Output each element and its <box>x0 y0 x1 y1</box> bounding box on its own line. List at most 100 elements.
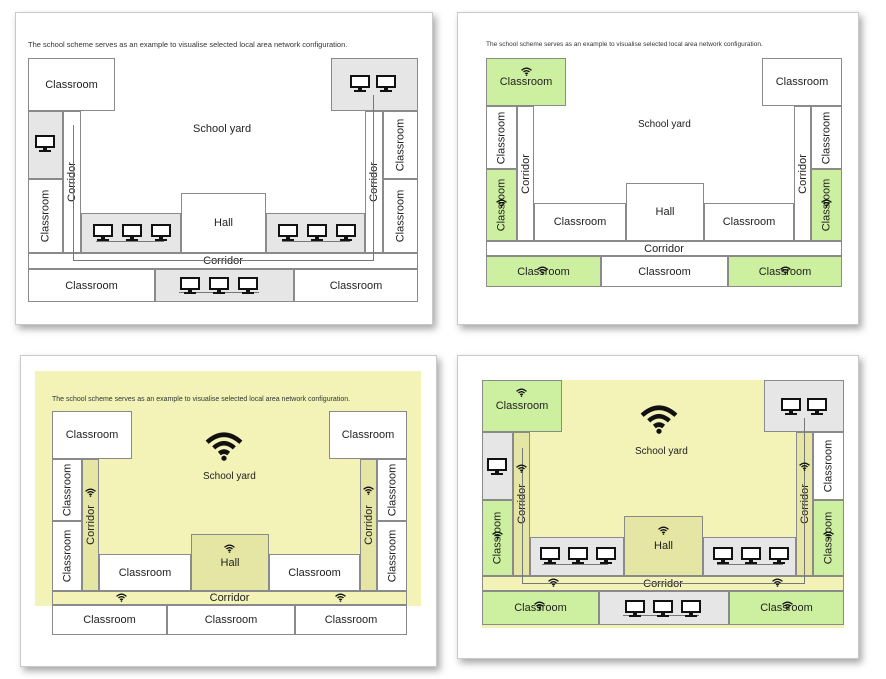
hall-label: Hall <box>214 217 233 229</box>
room-label: Classroom <box>329 279 383 292</box>
wifi-icon <box>205 431 243 461</box>
wifi-icon <box>537 266 548 275</box>
network-cable <box>373 95 374 261</box>
classroom-bottom-middle: Classroom <box>601 256 728 287</box>
corridor-label: Corridor <box>84 505 97 545</box>
classroom-right-upper: Classroom <box>811 106 842 169</box>
corridor-left: Corridor <box>82 459 99 591</box>
hall: Hall <box>626 183 704 241</box>
computer-monitor-icon <box>540 547 560 565</box>
network-cable <box>522 583 805 584</box>
room-label: Classroom <box>495 400 549 412</box>
room-label: Classroom <box>638 265 691 278</box>
corridor-left: Corridor <box>63 111 81 253</box>
room-label: Classroom <box>386 463 399 517</box>
computer-monitor-icon <box>596 547 616 565</box>
corridor-bottom: Corridor <box>28 253 418 269</box>
room-label: Classroom <box>394 189 407 243</box>
classroom-top-left: Classroom <box>482 380 562 432</box>
corridor-label: Corridor <box>796 153 809 194</box>
computer-monitor-icon <box>209 277 229 295</box>
wifi-icon <box>521 67 532 76</box>
classroom-right-lower: Classroom <box>383 179 418 253</box>
school-yard-label: School yard <box>193 123 252 135</box>
corridor-left: Corridor <box>517 106 534 241</box>
classroom-bottom-left: Classroom <box>28 269 155 302</box>
computer-monitor-icon <box>151 224 171 242</box>
computer-monitor-icon <box>769 547 789 565</box>
classroom-mid-left: Classroom <box>534 203 626 241</box>
computer-monitor-icon <box>307 224 327 242</box>
wifi-icon <box>516 388 527 397</box>
computer-monitor-icon <box>487 458 507 476</box>
room-label: Classroom <box>341 429 395 441</box>
panel-combined-network: Classroom Classroom Corridor Corridor Cl… <box>457 355 859 659</box>
classroom-top-left: Classroom <box>486 58 566 106</box>
school-yard-label: School yard <box>638 119 691 130</box>
wifi-icon <box>782 601 793 610</box>
classroom-bottom-right: Classroom <box>728 256 842 287</box>
classroom-left-lower: Classroom <box>482 500 513 576</box>
network-cable <box>96 241 164 242</box>
network-cable <box>522 448 523 584</box>
room-label: Classroom <box>83 614 136 626</box>
classroom-mid-right: Classroom <box>704 203 794 241</box>
computer-monitor-icon <box>35 135 55 153</box>
wifi-icon <box>640 404 678 434</box>
computer-monitor-icon <box>625 600 645 618</box>
room-label: Classroom <box>495 111 508 164</box>
wifi-icon <box>496 199 507 208</box>
corridor-label: Corridor <box>209 592 250 604</box>
classroom-left-upper: Classroom <box>52 459 82 521</box>
panel-wired-network: The school scheme serves as an example t… <box>15 12 433 325</box>
hall: Hall <box>191 534 269 591</box>
classroom-left-upper: Classroom <box>486 106 517 169</box>
hall: Hall <box>624 516 703 576</box>
room-label: Classroom <box>822 439 835 493</box>
computer-monitor-icon <box>336 224 356 242</box>
classroom-left-lower: Classroom <box>52 521 82 591</box>
scheme-caption: The school scheme serves as an example t… <box>52 396 351 403</box>
room-label: Classroom <box>386 529 399 583</box>
room-label: Classroom <box>118 566 172 579</box>
corridor-label: Corridor <box>362 505 375 545</box>
corridor-label: Corridor <box>519 153 532 194</box>
classroom-bottom-right: Classroom <box>295 605 407 635</box>
hall-label: Hall <box>220 556 240 569</box>
scheme-caption: The school scheme serves as an example t… <box>486 41 763 48</box>
room-label: Classroom <box>394 118 407 172</box>
room-label: Classroom <box>820 111 833 164</box>
hall: Hall <box>181 193 266 253</box>
room-label: Classroom <box>45 78 98 91</box>
computer-monitor-icon <box>653 600 673 618</box>
computer-monitor-icon <box>350 75 370 93</box>
room-label: Classroom <box>758 265 812 278</box>
wifi-icon <box>85 488 96 497</box>
network-cable <box>542 564 608 565</box>
computer-monitor-icon <box>568 547 588 565</box>
classroom-right-lower: Classroom <box>813 500 844 576</box>
corridor-label: Corridor <box>368 162 381 202</box>
corridor-label: Corridor <box>66 162 79 202</box>
classroom-bottom-left: Classroom <box>486 256 601 287</box>
room-label: Classroom <box>204 614 258 626</box>
wifi-icon <box>224 544 235 553</box>
wifi-icon <box>772 578 783 587</box>
hall-label: Hall <box>654 540 673 552</box>
corridor-label: Corridor <box>644 242 684 255</box>
scheme-caption: The school scheme serves as an example t… <box>28 40 348 49</box>
classroom-top-right <box>331 58 418 111</box>
wifi-icon <box>534 601 545 610</box>
computer-monitor-icon <box>278 224 298 242</box>
room-label: Classroom <box>61 529 74 583</box>
corridor-label: Corridor <box>203 255 243 267</box>
school-yard-label: School yard <box>203 471 256 482</box>
room-label: Classroom <box>324 614 378 626</box>
corridor-right: Corridor <box>794 106 811 241</box>
classroom-right-upper: Classroom <box>813 432 844 500</box>
wifi-icon <box>116 593 127 602</box>
room-label: Classroom <box>65 429 119 441</box>
network-cable <box>73 260 373 261</box>
classroom-mid-left: Classroom <box>99 554 191 591</box>
room-label: Classroom <box>553 216 607 228</box>
